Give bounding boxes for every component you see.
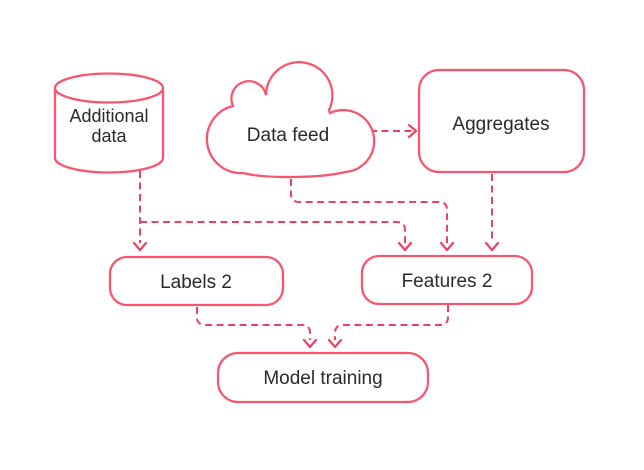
labels2-box — [108, 255, 285, 307]
node-model-training: Model training — [216, 351, 430, 404]
edge-additionaldata-to-labels2 — [132, 171, 148, 252]
node-label-aggregates: Aggregates — [452, 114, 549, 135]
node-labels2: Labels 2 — [108, 255, 285, 307]
node-features2: Features 2 — [360, 254, 534, 306]
node-label-data-feed: Data feed — [247, 125, 329, 146]
edge-additionaldata-to-features2 — [140, 221, 413, 252]
edge-datafeed-to-aggregates — [370, 123, 418, 139]
edge-features2-to-modeltraining — [327, 305, 449, 349]
aggregates-box — [417, 68, 586, 174]
node-label-labels2: Labels 2 — [160, 272, 232, 293]
node-label-additional-data-line1: Additional — [69, 106, 148, 126]
cylinder-shape — [53, 88, 165, 174]
model-training-box — [216, 351, 430, 404]
node-label-additional-data-line2: data — [91, 126, 127, 146]
node-label-features2: Features 2 — [402, 271, 493, 292]
node-data-feed: Data feed — [205, 61, 376, 179]
node-aggregates: Aggregates — [417, 68, 586, 174]
edge-labels2-to-modeltraining — [196, 307, 318, 349]
node-additional-data: Additional data — [53, 72, 165, 174]
cloud-shape — [205, 61, 376, 179]
node-label-model-training: Model training — [263, 368, 382, 389]
edge-datafeed-to-features2 — [290, 179, 455, 252]
features2-box — [360, 254, 534, 306]
edge-aggregates-to-features2 — [484, 174, 500, 252]
cylinder-top — [53, 72, 165, 104]
